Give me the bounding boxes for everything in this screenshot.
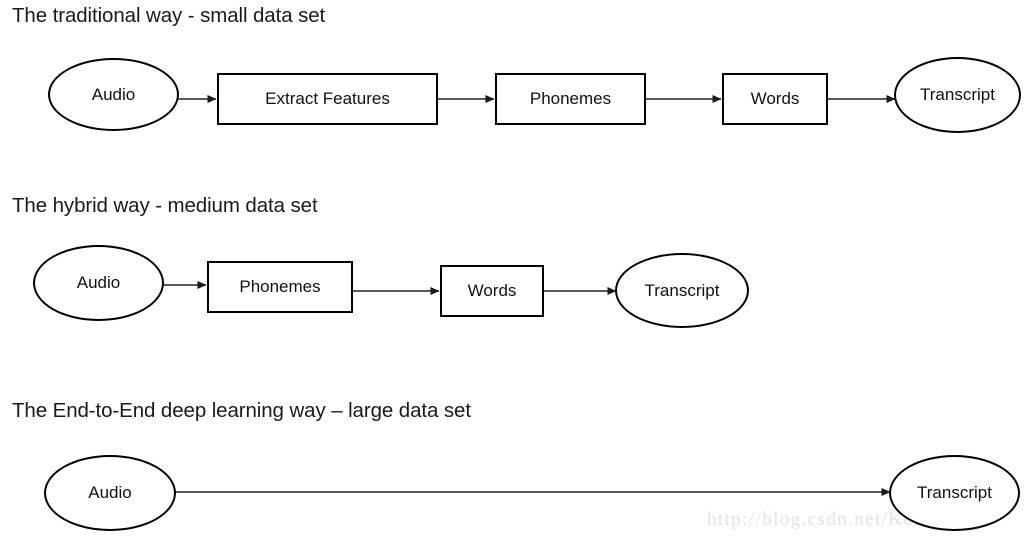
node-row1-transcript[interactable]: Transcript <box>894 57 1021 133</box>
node-row3-transcript[interactable]: Transcript <box>889 455 1020 531</box>
node-row1-words[interactable]: Words <box>722 73 828 125</box>
row-heading-hybrid: The hybrid way - medium data set <box>12 194 318 217</box>
row-heading-end-to-end: The End-to-End deep learning way – large… <box>12 399 471 422</box>
node-row3-audio[interactable]: Audio <box>44 455 176 531</box>
node-row1-phonemes[interactable]: Phonemes <box>495 73 646 125</box>
node-row2-phonemes[interactable]: Phonemes <box>207 261 353 313</box>
node-row2-audio[interactable]: Audio <box>33 245 164 321</box>
node-row2-transcript[interactable]: Transcript <box>615 253 749 328</box>
node-row2-words[interactable]: Words <box>440 265 544 317</box>
row-heading-traditional: The traditional way - small data set <box>12 4 326 27</box>
node-row1-extract-features[interactable]: Extract Features <box>217 73 438 125</box>
node-row1-audio[interactable]: Audio <box>48 58 179 131</box>
